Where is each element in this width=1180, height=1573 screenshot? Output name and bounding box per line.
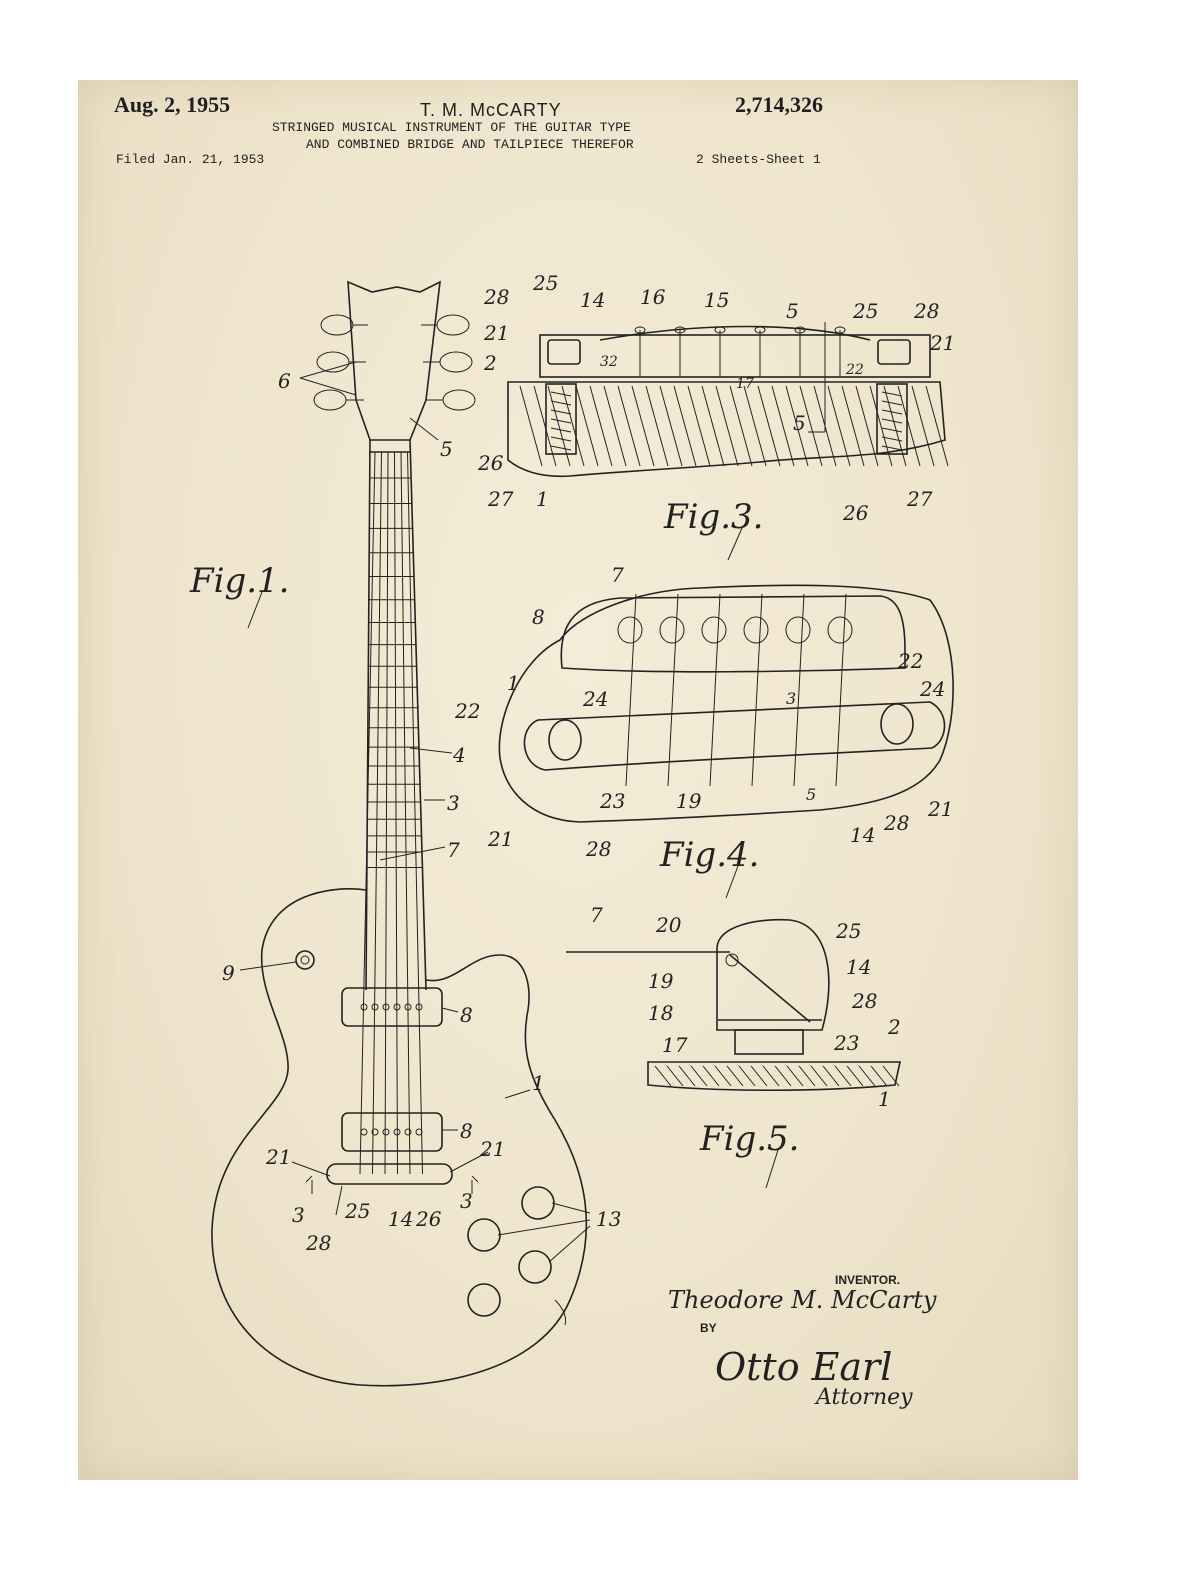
- label-f3-25a: 25: [532, 271, 558, 295]
- label-f3-27a: 27: [487, 487, 514, 511]
- patent-number: 2,714,326: [735, 92, 823, 117]
- sheet-count: 2 Sheets-Sheet 1: [696, 152, 821, 167]
- fig1-title: Fig.1.: [189, 561, 289, 601]
- guitar-drawing: [211, 280, 591, 1387]
- label-f5-23: 23: [833, 1031, 859, 1055]
- label-f5-2: 2: [887, 1015, 901, 1039]
- label-f4-19: 19: [676, 789, 702, 813]
- label-g6: 6: [278, 369, 291, 393]
- label-g3a: 3: [292, 1203, 305, 1227]
- label-g7: 7: [447, 838, 460, 862]
- label-g25: 25: [344, 1199, 370, 1223]
- label-g21b: 21: [479, 1137, 505, 1161]
- label-g1: 1: [532, 1071, 545, 1095]
- label-f4-7: 7: [611, 563, 624, 587]
- patent-sheet: [78, 80, 1078, 1480]
- label-f5-7: 7: [590, 903, 603, 927]
- label-f4-5a: 5: [806, 785, 816, 804]
- fig3-drawing: [507, 322, 949, 478]
- label-f4-1: 1: [507, 671, 520, 695]
- label-f4-28b: 28: [883, 811, 909, 835]
- label-f4-24a: 24: [582, 687, 608, 711]
- label-f5-28: 28: [851, 989, 877, 1013]
- label-g26: 26: [415, 1207, 442, 1231]
- label-g9: 9: [222, 961, 235, 985]
- label-f4-21a: 21: [487, 827, 513, 851]
- fig3-title: Fig.3.: [663, 497, 763, 537]
- label-g21a: 21: [265, 1145, 291, 1169]
- label-f5-18: 18: [648, 1001, 673, 1025]
- attorney-label: Attorney: [814, 1385, 913, 1410]
- label-f4-28a: 28: [585, 837, 611, 861]
- label-f4-21b: 21: [927, 797, 953, 821]
- label-f3-26a: 26: [477, 451, 504, 475]
- label-f4-3: 3: [786, 689, 796, 708]
- patent-title-line-2: AND COMBINED BRIDGE AND TAILPIECE THEREF…: [306, 137, 634, 152]
- label-f5-1: 1: [878, 1087, 891, 1111]
- label-f3-21b: 21: [929, 331, 955, 355]
- label-f4-8: 8: [532, 605, 545, 629]
- label-f3-16: 16: [640, 285, 666, 309]
- label-f3-15: 15: [704, 288, 729, 312]
- label-g3b: 3: [460, 1189, 473, 1213]
- by-label: BY: [700, 1321, 717, 1335]
- label-f3-5b: 5: [793, 411, 806, 435]
- label-f4-24b: 24: [919, 677, 945, 701]
- label-f3-2: 2: [483, 351, 497, 375]
- label-f3-32: 32: [600, 354, 618, 370]
- label-f5-19: 19: [648, 969, 674, 993]
- label-f4-22a: 22: [454, 699, 480, 723]
- fig4-title: Fig.4.: [659, 835, 759, 875]
- label-f3-14: 14: [580, 288, 605, 312]
- attorney-signature: Otto Earl: [715, 1345, 892, 1389]
- label-g28: 28: [305, 1231, 331, 1255]
- label-g3: 3: [447, 791, 460, 815]
- label-g8b: 8: [460, 1119, 473, 1143]
- label-f3-28a: 28: [483, 285, 509, 309]
- label-g4: 4: [452, 743, 466, 767]
- patent-date: Aug. 2, 1955: [114, 92, 231, 117]
- label-g14: 14: [388, 1207, 413, 1231]
- label-f3-21a: 21: [483, 321, 509, 345]
- label-f4-23: 23: [599, 789, 625, 813]
- fig5-title: Fig.5.: [699, 1119, 799, 1159]
- label-f5-20: 20: [655, 913, 682, 937]
- inventor-short-name: T. M. McCARTY: [420, 100, 562, 120]
- label-f3-5a: 5: [786, 299, 799, 323]
- label-g5: 5: [440, 437, 453, 461]
- label-f3-27b: 27: [906, 487, 933, 511]
- fig4-drawing: [498, 584, 954, 823]
- fig5-drawing: [566, 918, 901, 1092]
- label-f3-28b: 28: [913, 299, 939, 323]
- label-f5-17: 17: [662, 1033, 688, 1057]
- label-g8a: 8: [460, 1003, 473, 1027]
- patent-title-line-1: STRINGED MUSICAL INSTRUMENT OF THE GUITA…: [272, 120, 631, 135]
- inventor-label: INVENTOR.: [835, 1273, 900, 1287]
- label-g13: 13: [596, 1207, 621, 1231]
- label-f4-22b: 22: [897, 649, 923, 673]
- label-f3-25b: 25: [852, 299, 878, 323]
- label-f3-22: 22: [845, 362, 864, 378]
- filed-date: Filed Jan. 21, 1953: [116, 152, 265, 167]
- label-f3-1: 1: [536, 487, 549, 511]
- label-f5-25: 25: [835, 919, 861, 943]
- label-f5-14: 14: [846, 955, 871, 979]
- label-f3-17: 17: [736, 376, 754, 392]
- label-f4-14: 14: [850, 823, 875, 847]
- inventor-signature: Theodore M. McCarty: [668, 1286, 937, 1314]
- label-f3-26b: 26: [842, 501, 869, 525]
